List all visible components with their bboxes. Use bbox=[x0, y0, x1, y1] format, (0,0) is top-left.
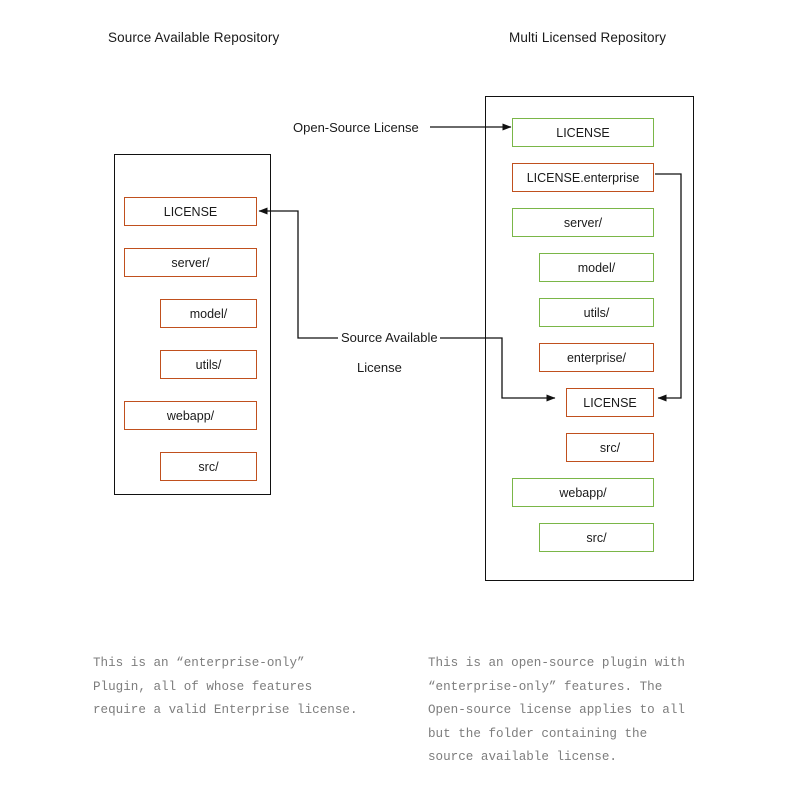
right-repo-file-item[interactable]: LICENSE bbox=[566, 388, 654, 417]
right-repository-title: Multi Licensed Repository bbox=[509, 30, 667, 45]
right-repo-file-item[interactable]: webapp/ bbox=[512, 478, 654, 507]
right-repo-file-item[interactable]: src/ bbox=[566, 433, 654, 462]
left-repo-file-item[interactable]: utils/ bbox=[160, 350, 257, 379]
left-repo-file-item[interactable]: webapp/ bbox=[124, 401, 257, 430]
edge-label-open-source-license: Open-Source License bbox=[293, 120, 419, 135]
edge-label-source-available-line1: Source Available bbox=[341, 330, 438, 345]
right-repo-file-item[interactable]: LICENSE.enterprise bbox=[512, 163, 654, 192]
left-repo-file-item[interactable]: model/ bbox=[160, 299, 257, 328]
left-repository-title: Source Available Repository bbox=[108, 30, 280, 45]
right-repo-file-item[interactable]: src/ bbox=[539, 523, 654, 552]
right-repo-file-item[interactable]: model/ bbox=[539, 253, 654, 282]
right-repository-caption: This is an open-source plugin with “ente… bbox=[428, 656, 685, 764]
right-repo-file-item[interactable]: server/ bbox=[512, 208, 654, 237]
left-repository-caption: This is an “enterprise-only” Plugin, all… bbox=[93, 656, 358, 717]
left-repo-file-item[interactable]: src/ bbox=[160, 452, 257, 481]
left-repo-file-item[interactable]: LICENSE bbox=[124, 197, 257, 226]
edge-label-source-available-line2: License bbox=[357, 360, 402, 375]
left-repo-file-item[interactable]: server/ bbox=[124, 248, 257, 277]
right-repo-file-item[interactable]: utils/ bbox=[539, 298, 654, 327]
right-repo-file-item[interactable]: LICENSE bbox=[512, 118, 654, 147]
right-repo-file-item[interactable]: enterprise/ bbox=[539, 343, 654, 372]
